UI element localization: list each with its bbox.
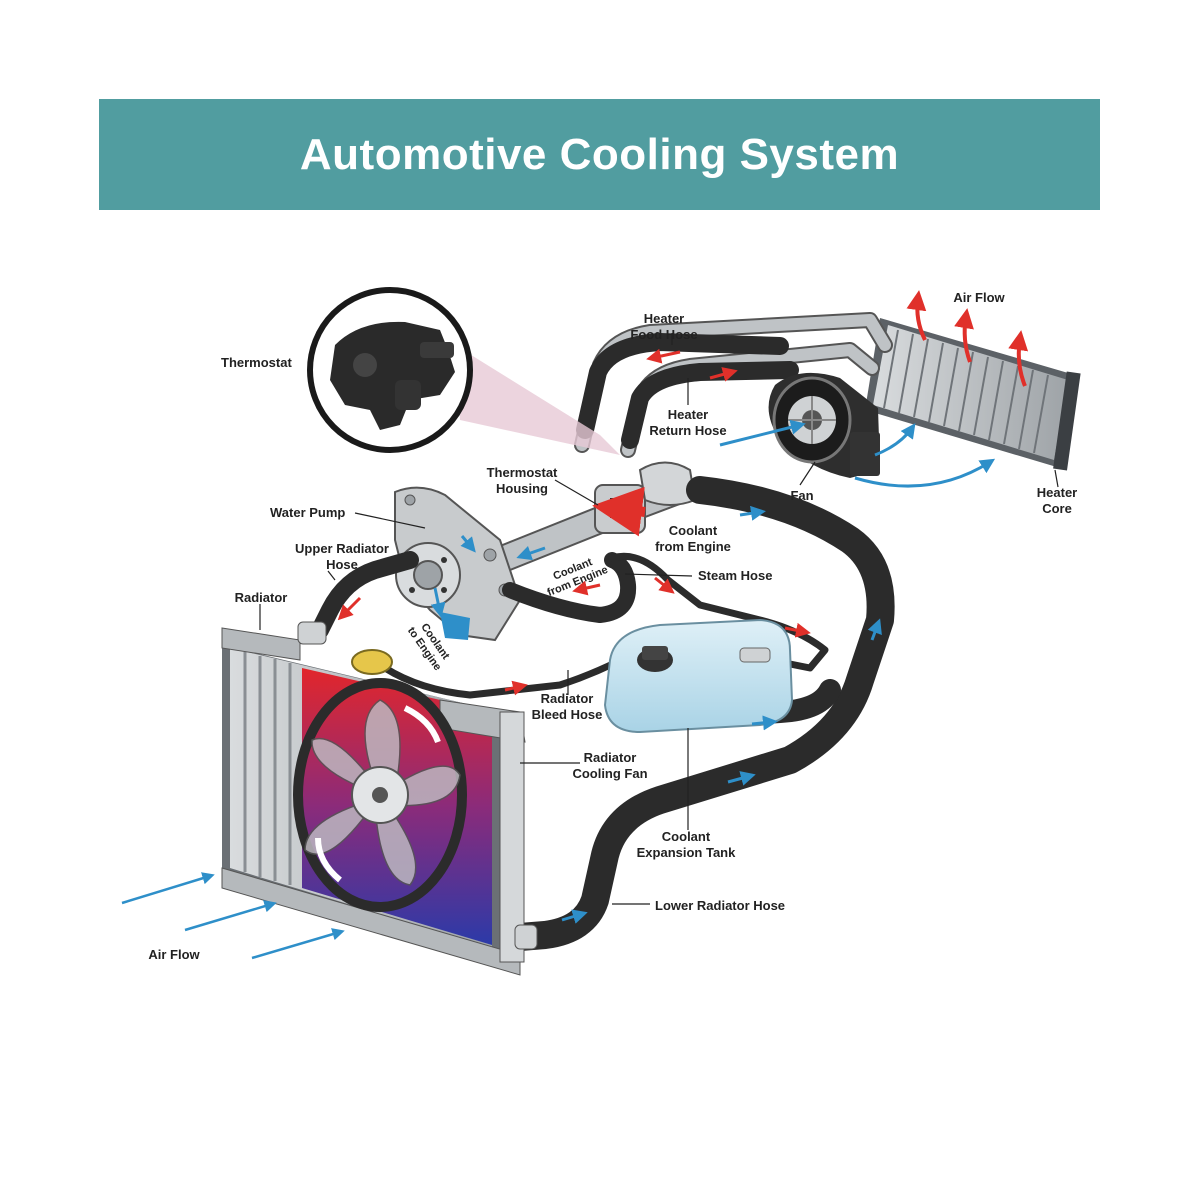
label-steam-hose: Steam Hose xyxy=(698,568,772,583)
label-coolant-expansion-tank-1: Coolant xyxy=(662,829,711,844)
label-heater-core-1: Heater xyxy=(1037,485,1077,500)
label-coolant-from-engine-1: Coolant xyxy=(669,523,718,538)
air-flow-arrows-top xyxy=(906,290,1029,387)
air-flow-arrows-bottom xyxy=(121,872,345,960)
label-radiator: Radiator xyxy=(235,590,288,605)
label-heater-return-hose-1: Heater xyxy=(668,407,708,422)
heater-hoses xyxy=(576,333,799,449)
label-fan: Fan xyxy=(790,488,813,503)
label-thermostat-housing-2: Housing xyxy=(496,481,548,496)
leader-lines xyxy=(259,333,1059,905)
radiator-cooling-fan xyxy=(293,678,467,912)
title-banner: Automotive Cooling System xyxy=(99,99,1100,210)
label-heater-core-2: Core xyxy=(1042,501,1072,516)
label-air-flow-bottom: Air Flow xyxy=(148,947,200,962)
thermostat-callout xyxy=(307,287,620,455)
label-thermostat-housing-1: Thermostat xyxy=(487,465,558,480)
page-title: Automotive Cooling System xyxy=(299,129,900,179)
heater-core xyxy=(865,318,1081,471)
label-lower-radiator-hose: Lower Radiator Hose xyxy=(655,898,785,913)
label-heater-food-hose-2: Food Hose xyxy=(630,327,697,342)
label-coolant-expansion-tank-2: Expansion Tank xyxy=(637,845,736,860)
label-upper-radiator-hose-1: Upper Radiator xyxy=(295,541,389,556)
label-radiator-cooling-fan-2: Cooling Fan xyxy=(572,766,647,781)
label-radiator-bleed-hose-1: Radiator xyxy=(541,691,594,706)
label-heater-food-hose-1: Heater xyxy=(644,311,684,326)
coolant-flow-arrows xyxy=(337,348,882,924)
bypass-hose xyxy=(502,552,637,623)
blower-fan xyxy=(768,372,880,478)
label-air-flow-top: Air Flow xyxy=(953,290,1005,305)
coolant-expansion-tank xyxy=(603,618,794,734)
label-coolant-from-engine-2: from Engine xyxy=(655,539,731,554)
label-thermostat: Thermostat xyxy=(221,355,292,370)
heater-blue-arrows xyxy=(719,419,996,488)
water-pump xyxy=(394,486,522,642)
label-radiator-bleed-hose-2: Bleed Hose xyxy=(532,707,603,722)
upper-radiator-hose xyxy=(311,551,419,639)
label-radiator-cooling-fan-1: Radiator xyxy=(584,750,637,765)
label-upper-radiator-hose-2: Hose xyxy=(326,557,358,572)
label-heater-return-hose-2: Return Hose xyxy=(649,423,726,438)
label-water-pump: Water Pump xyxy=(270,505,345,520)
thermostat-photo xyxy=(330,321,455,430)
